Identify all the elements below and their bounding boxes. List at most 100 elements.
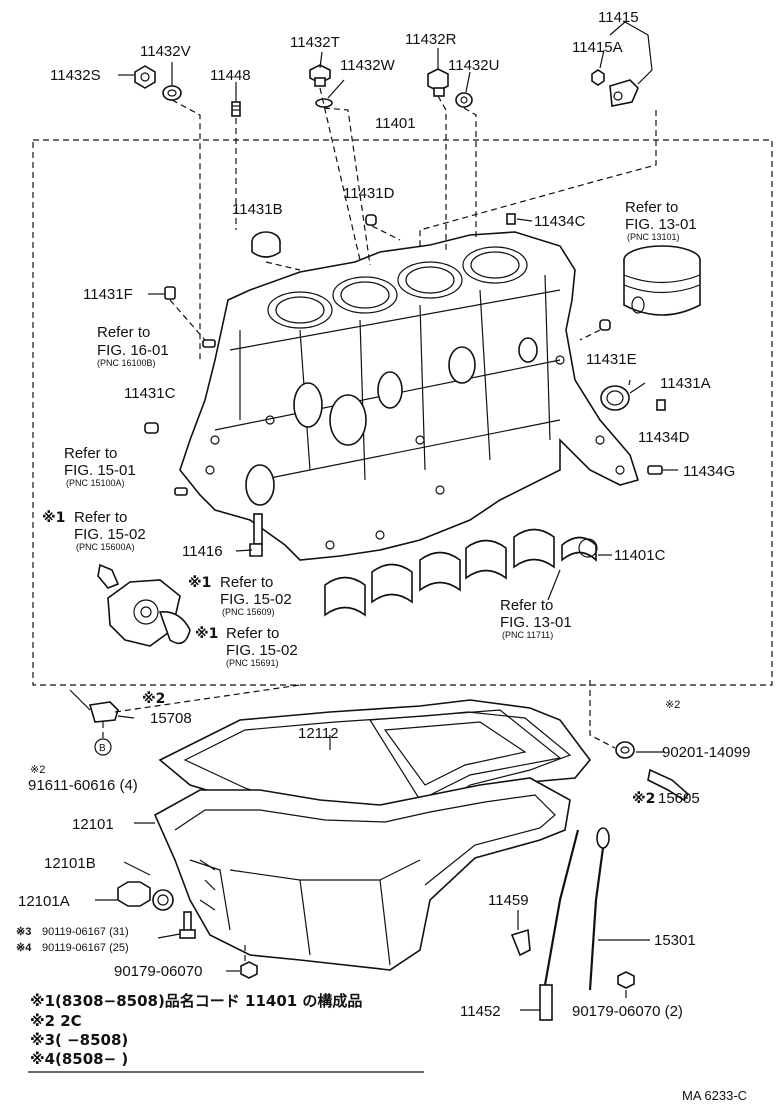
mark-4-90119: ※4 [16, 942, 32, 954]
refer-1601-pnc: (PNC 16100B) [97, 358, 156, 368]
refer-1301-line2: FIG. 13-01 [625, 216, 697, 233]
gasket-90201 [615, 741, 635, 759]
gasket-11432U [455, 92, 473, 108]
gasket-11432V [162, 85, 182, 101]
label-11431D: 11431D [343, 185, 395, 202]
pin-11431F [164, 286, 176, 300]
pin-refer-1601 [202, 339, 216, 348]
label-11432V: 11432V [140, 43, 191, 60]
clamp-11459 [510, 928, 531, 957]
pin-refer-1501 [174, 487, 188, 496]
label-90179-06070: 90179-06070 [114, 963, 202, 980]
label-15301: 15301 [654, 932, 696, 949]
refer-1502a-line1: Refer to [74, 509, 127, 526]
diagram-code: MA 6233-C [682, 1088, 747, 1103]
refer-1501-pnc: (PNC 15100A) [66, 478, 125, 488]
note-2: ※2 2C [30, 1012, 82, 1030]
dipstick-15301 [588, 827, 610, 991]
piston-refer-1301 [623, 245, 701, 316]
plug-11432T [309, 64, 331, 87]
mark-1b: ※1 [188, 575, 211, 591]
union-11415 [609, 79, 639, 107]
mark-3-90119: ※3 [16, 926, 31, 938]
refer-1502a-pnc: (PNC 15600A) [76, 542, 135, 552]
refer-1501-line1: Refer to [64, 445, 117, 462]
mark-2-90201: ※2 [665, 699, 680, 711]
label-12112: 12112 [298, 725, 339, 742]
nut-90179a [240, 961, 258, 979]
label-12101B: 12101B [44, 855, 96, 872]
label-12101A: 12101A [18, 893, 70, 910]
label-90201-14099: 90201-14099 [662, 744, 750, 761]
label-11432W: 11432W [340, 57, 396, 74]
mark-1a: ※1 [42, 510, 65, 526]
refer-1502b-line2: FIG. 15-02 [220, 591, 292, 608]
bolt-11416 [249, 513, 263, 557]
refer-1501-line2: FIG. 15-01 [64, 462, 136, 479]
label-11416: 11416 [182, 543, 223, 560]
label-11434D: 11434D [638, 429, 690, 446]
label-11431B: 11431B [232, 201, 283, 218]
mark-2-15708: ※2 [142, 691, 165, 707]
bearing-set [324, 528, 598, 617]
refer-callouts: Refer to FIG. 13-01 (PNC 13101) Refer to… [42, 199, 697, 668]
nut-11415A [591, 69, 605, 86]
label-11434C: 11434C [534, 213, 586, 230]
label-11432R: 11432R [405, 31, 457, 48]
note-3: ※3( −8508) [30, 1031, 128, 1049]
label-11431C: 11431C [124, 385, 176, 402]
stud-11448 [231, 101, 241, 117]
label-11452: 11452 [460, 1003, 501, 1020]
note-4: ※4(8508− ) [30, 1050, 128, 1068]
pin-11434C [506, 213, 516, 225]
oil-pan-12101 [153, 777, 571, 971]
cap-11431B [251, 231, 281, 258]
label-11431F: 11431F [83, 286, 133, 303]
circle-b-letter: B [99, 743, 106, 754]
label-90119-31: 90119-06167 (31) [42, 926, 129, 938]
label-15708: 15708 [150, 710, 192, 727]
label-11401: 11401 [375, 115, 416, 132]
notes-block: ※1(8308−8508)品名コード 11401 の構成品 ※2 2C ※3( … [28, 992, 424, 1073]
refer-1301b-pnc: (PNC 11711) [502, 630, 553, 640]
label-11415A: 11415A [572, 39, 623, 56]
label-11401C: 11401C [614, 547, 666, 564]
mark-2-91611: ※2 [30, 764, 45, 776]
label-11434G: 11434G [683, 463, 735, 480]
nut-90179b [617, 971, 635, 989]
cap-11431C [144, 422, 159, 434]
bolt-90119 [179, 911, 196, 939]
label-11432S: 11432S [50, 67, 101, 84]
label-11431A: 11431A [660, 375, 711, 392]
cap-11431A [600, 385, 630, 411]
label-90179-06070-2: 90179-06070 (2) [572, 1003, 683, 1020]
label-11431E: 11431E [586, 351, 637, 368]
block-group-box [32, 139, 773, 686]
plug-11432S [134, 65, 156, 89]
gasket-12101B [152, 889, 174, 911]
part-labels: 11415 11415A 11432V 11432T 11432R 11432S… [18, 9, 750, 1020]
mark-1c: ※1 [195, 626, 218, 642]
refer-1301-pnc: (PNC 13101) [627, 232, 680, 242]
dipstick-guide-11452 [539, 829, 580, 1021]
refer-1601-line1: Refer to [97, 324, 150, 341]
label-11459: 11459 [488, 892, 529, 909]
refer-1502c-line2: FIG. 15-02 [226, 642, 298, 659]
plug-15605 [647, 768, 690, 802]
pin-11431E [599, 319, 611, 331]
circle-b-marker [94, 738, 112, 756]
refer-1601-line2: FIG. 16-01 [97, 342, 169, 359]
label-15605: 15605 [658, 790, 700, 807]
pin-11431D [365, 214, 377, 226]
mark-2-15605: ※2 [632, 791, 655, 807]
label-12101: 12101 [72, 816, 114, 833]
refer-1502a-line2: FIG. 15-02 [74, 526, 146, 543]
refer-1301b-line1: Refer to [500, 597, 553, 614]
label-11432T: 11432T [290, 34, 340, 51]
note-1: ※1(8308−8508)品名コード 11401 の構成品 [30, 992, 362, 1010]
sensor-15708 [69, 689, 119, 723]
refer-1301b-line2: FIG. 13-01 [500, 614, 572, 631]
plug-11432R [427, 68, 449, 97]
leader-lines [95, 21, 688, 1011]
